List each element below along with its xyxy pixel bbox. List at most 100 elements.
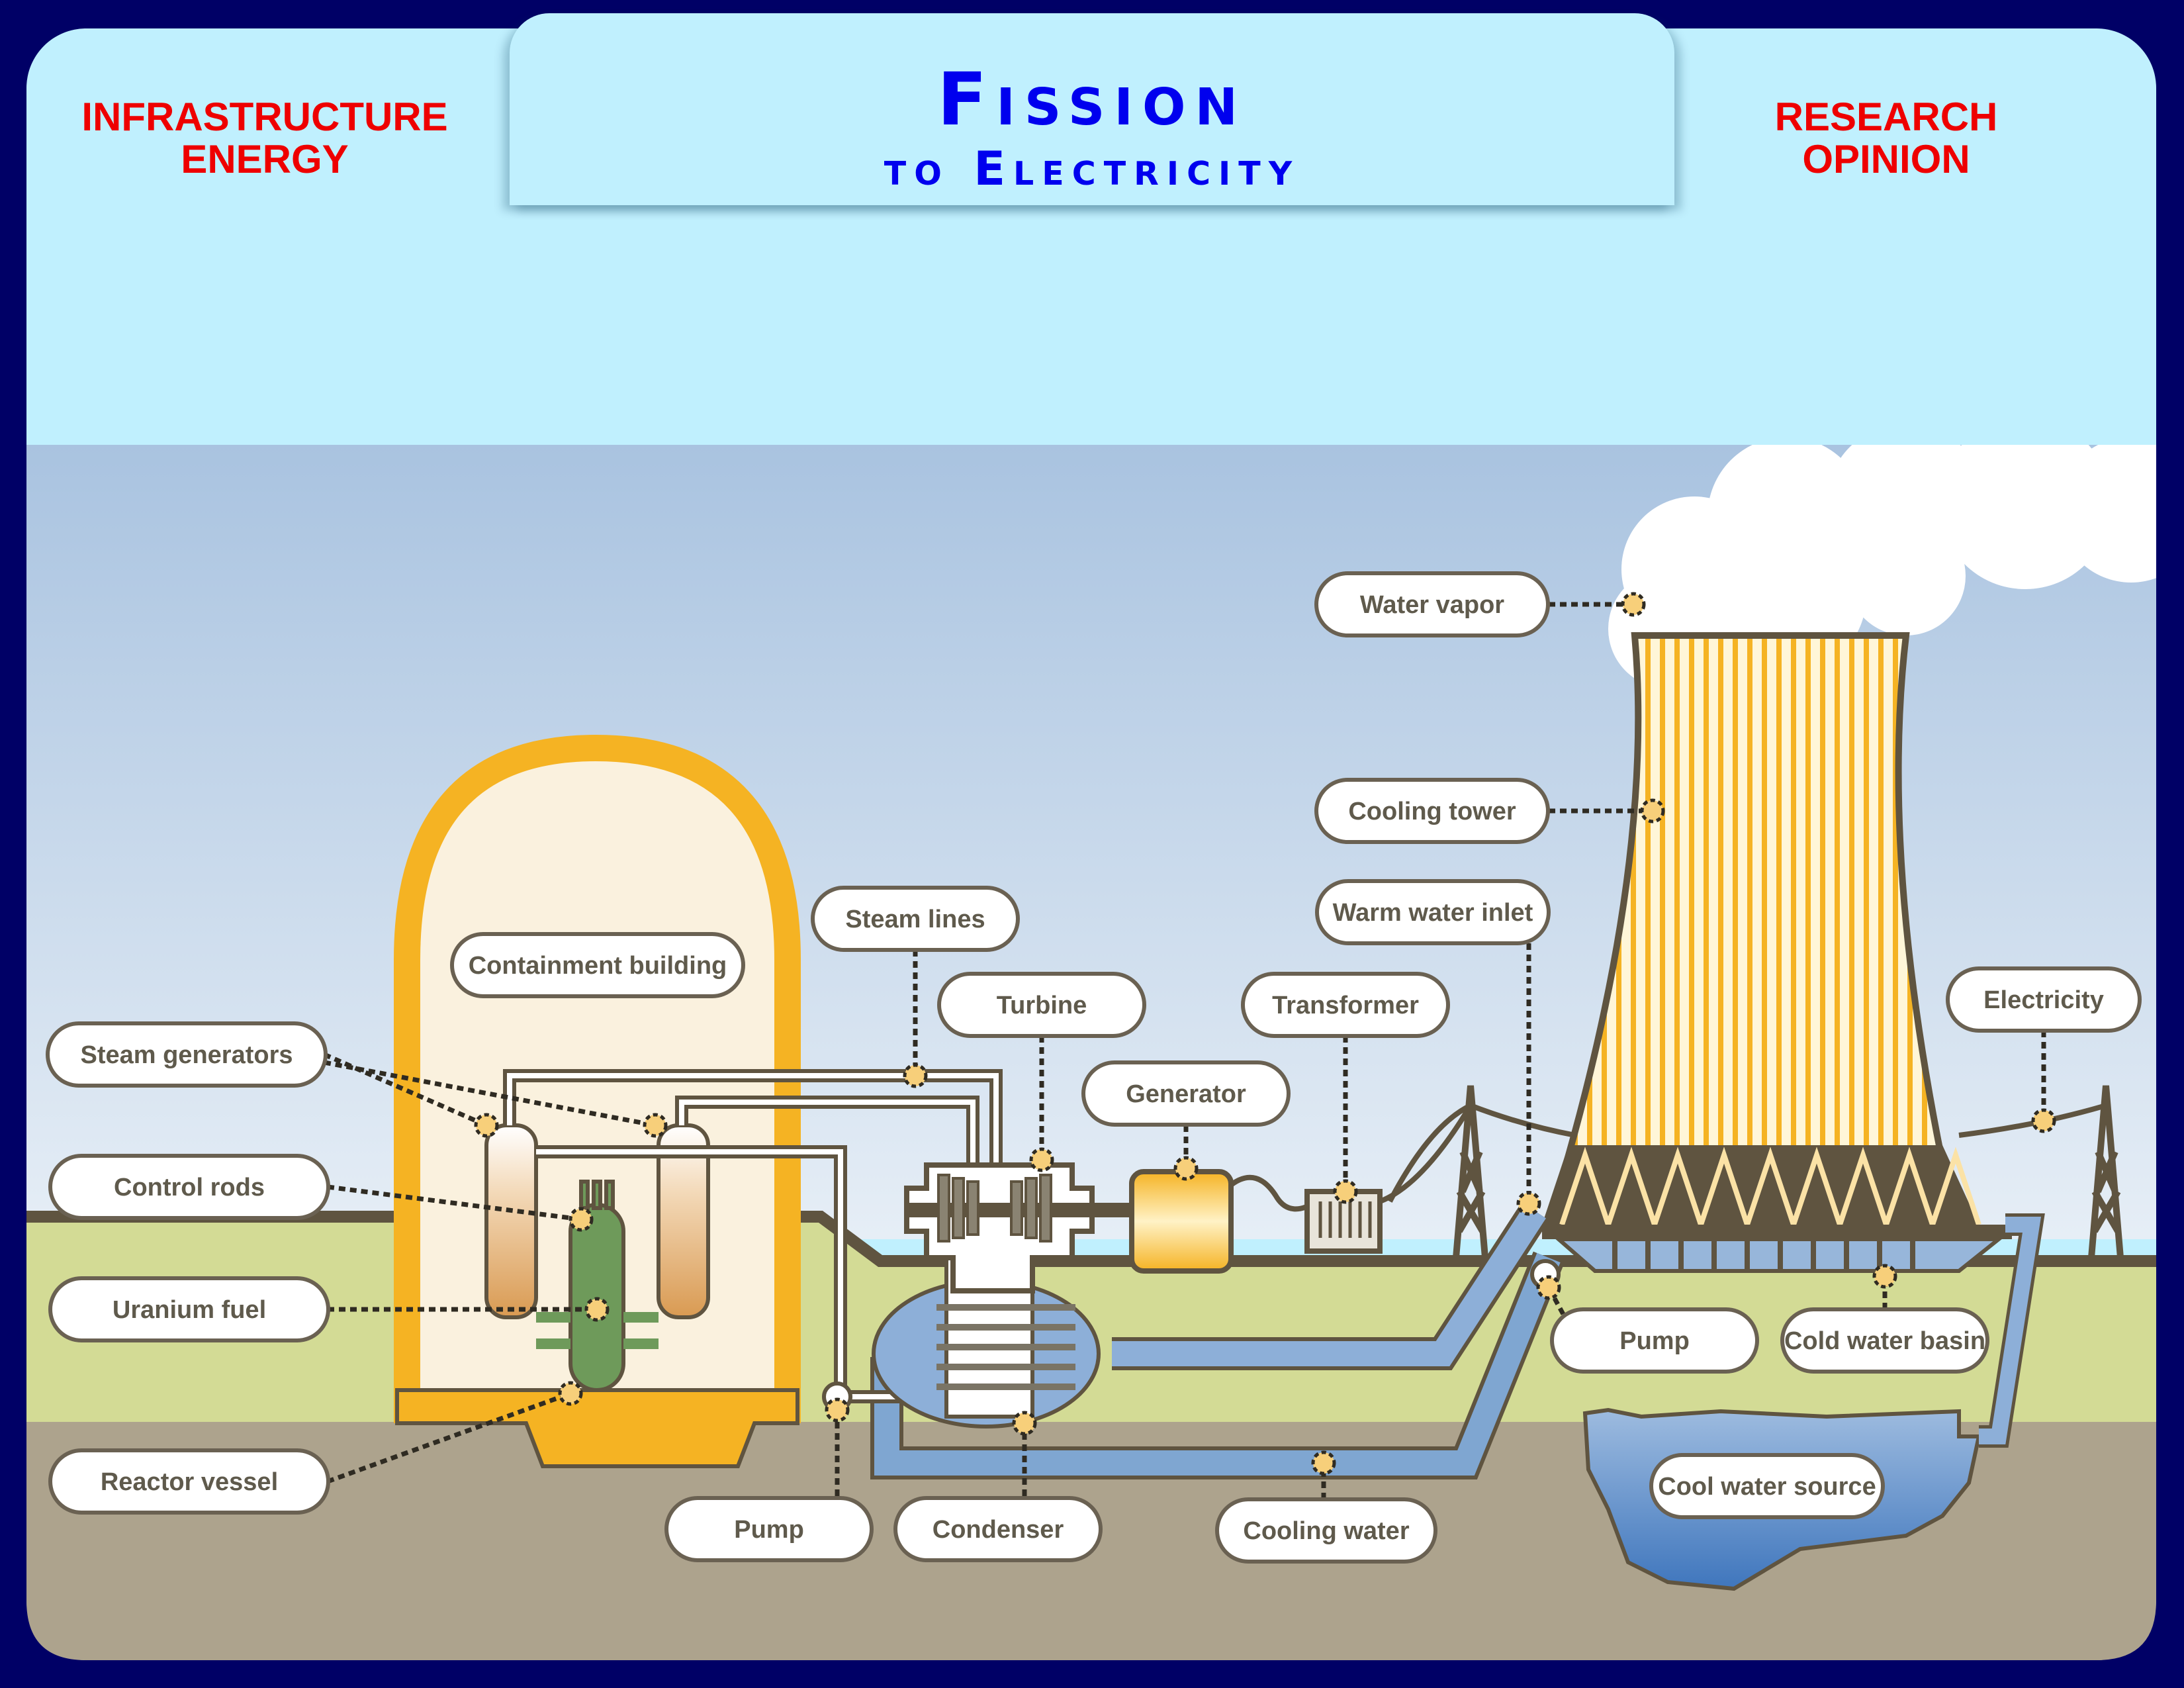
condenser-tubes (936, 1304, 1075, 1390)
steam-line-1 (507, 1073, 999, 1185)
section-label: RESEARCH OPINION (1721, 96, 2052, 181)
callout-bubble (1550, 1307, 1759, 1374)
category-line-2: ENERGY (181, 137, 349, 181)
callout-warm-water-inlet: Warm water inlet (1315, 879, 1551, 945)
marker-reactor-vessel (558, 1381, 583, 1406)
callout-cooling-tower: Cooling tower (1314, 778, 1550, 844)
callout-text: Control rods (114, 1174, 265, 1201)
category-line-1: INFRASTRUCTURE (81, 95, 448, 139)
marker-turbine (1029, 1147, 1054, 1172)
callout-bubble (664, 1496, 874, 1562)
callout-bubble (48, 1448, 330, 1515)
transmission-tower-left (1453, 1085, 1488, 1258)
callout-markers (474, 592, 2056, 1476)
callout-bubble (48, 1154, 330, 1220)
callout-text: Turbine (997, 992, 1087, 1019)
callout-bubble (1780, 1307, 1989, 1374)
callout-turbine: Turbine (937, 972, 1146, 1038)
callout-text: Steam lines (845, 906, 985, 933)
transformer-fins (1318, 1201, 1372, 1238)
basin-columns (1612, 1239, 1915, 1271)
generator (1129, 1169, 1234, 1274)
marker-steam-generators (474, 1113, 499, 1138)
steam-generator-left (484, 1123, 538, 1319)
warm-water-pipe (1112, 1204, 1546, 1366)
callout-uranium-fuel: Uranium fuel (48, 1276, 330, 1342)
marker-pump-primary (825, 1397, 850, 1423)
steam-line-2 (679, 1100, 976, 1185)
leader-lines (323, 602, 2046, 1499)
callout-electricity: Electricity (1946, 966, 2142, 1033)
callout-text: Warm water inlet (1333, 899, 1533, 927)
callout-text: Generator (1126, 1080, 1246, 1108)
callout-bubble (46, 1021, 328, 1088)
callout-control-rods: Control rods (48, 1154, 330, 1220)
leader-reactor-vessel (326, 1391, 572, 1484)
feedwater-line (536, 1149, 843, 1397)
marker-generator (1173, 1156, 1199, 1181)
page-subtitle: to Electricity (884, 142, 1300, 196)
callout-text: Cooling water (1243, 1517, 1409, 1545)
callout-steam-generators: Steam generators (46, 1021, 328, 1088)
marker-transformer (1333, 1179, 1358, 1204)
callout-text: Transformer (1272, 992, 1419, 1019)
callout-generator: Generator (1081, 1060, 1291, 1127)
callout-text: Cooling tower (1348, 798, 1516, 825)
callout-water-vapor: Water vapor (1314, 571, 1550, 637)
section-line-1: RESEARCH (1774, 95, 1998, 139)
callout-bubble (937, 972, 1146, 1038)
lake-intake-pipe (1979, 1217, 2042, 1444)
callout-bubble (1946, 966, 2142, 1033)
callout-reactor-vessel: Reactor vessel (48, 1448, 330, 1515)
tower-base-plate (1542, 1225, 2012, 1239)
callout-text: Containment building (469, 952, 727, 980)
callout-text: Steam generators (80, 1041, 293, 1069)
generator-cable (1229, 1174, 1319, 1212)
callout-text: Electricity (1983, 986, 2104, 1014)
callout-text: Cold water basin (1784, 1327, 1985, 1355)
containment-foundation (395, 1388, 799, 1468)
marker-steam-generators (643, 1113, 668, 1138)
marker-warm-water-inlet (1516, 1191, 1541, 1216)
cooling-water-pipe (874, 1252, 1561, 1476)
callout-cold-water-basin: Cold water basin (1780, 1307, 1989, 1374)
callout-text: Reactor vessel (101, 1468, 278, 1496)
callout-text: Pump (1619, 1327, 1690, 1355)
marker-electricity (2031, 1108, 2056, 1133)
callout-pump-primary: Pump (664, 1496, 874, 1562)
callout-bubble (48, 1276, 330, 1342)
category-label: INFRASTRUCTURE ENERGY (66, 96, 463, 181)
control-rods (579, 1180, 615, 1210)
callout-bubble (1649, 1453, 1885, 1519)
transmission-tower-right (2088, 1085, 2124, 1258)
marker-cooling-tower (1640, 798, 1665, 823)
callout-condenser: Condenser (893, 1496, 1103, 1562)
page-title: Fission (937, 57, 1247, 142)
cooling-tower-zigzag (1559, 1147, 1981, 1233)
callout-bubble (1314, 778, 1550, 844)
callout-bubble (1241, 972, 1450, 1038)
callout-bubble (1314, 571, 1550, 637)
callout-steam-lines: Steam lines (811, 886, 1020, 952)
marker-uranium-fuel (584, 1297, 610, 1322)
leader-control-rods (327, 1184, 582, 1222)
callout-bubble (811, 886, 1020, 952)
marker-cooling-water (1311, 1450, 1336, 1476)
leader-steam-generators (323, 1052, 488, 1128)
marker-cold-water-basin (1872, 1264, 1897, 1289)
callout-text: Uranium fuel (113, 1296, 266, 1324)
marker-condenser (1012, 1411, 1037, 1436)
callout-cool-water-source: Cool water source (1649, 1453, 1885, 1519)
callout-transformer: Transformer (1241, 972, 1450, 1038)
callout-bubble (450, 932, 745, 998)
callout-cooling-water: Cooling water (1215, 1497, 1437, 1564)
section-line-2: OPINION (1802, 137, 1970, 181)
callout-bubble (1215, 1497, 1437, 1564)
turbine-blades (937, 1174, 1052, 1243)
callout-bubble (893, 1496, 1103, 1562)
callout-text: Water vapor (1360, 591, 1504, 619)
callout-bubble (1081, 1060, 1291, 1127)
